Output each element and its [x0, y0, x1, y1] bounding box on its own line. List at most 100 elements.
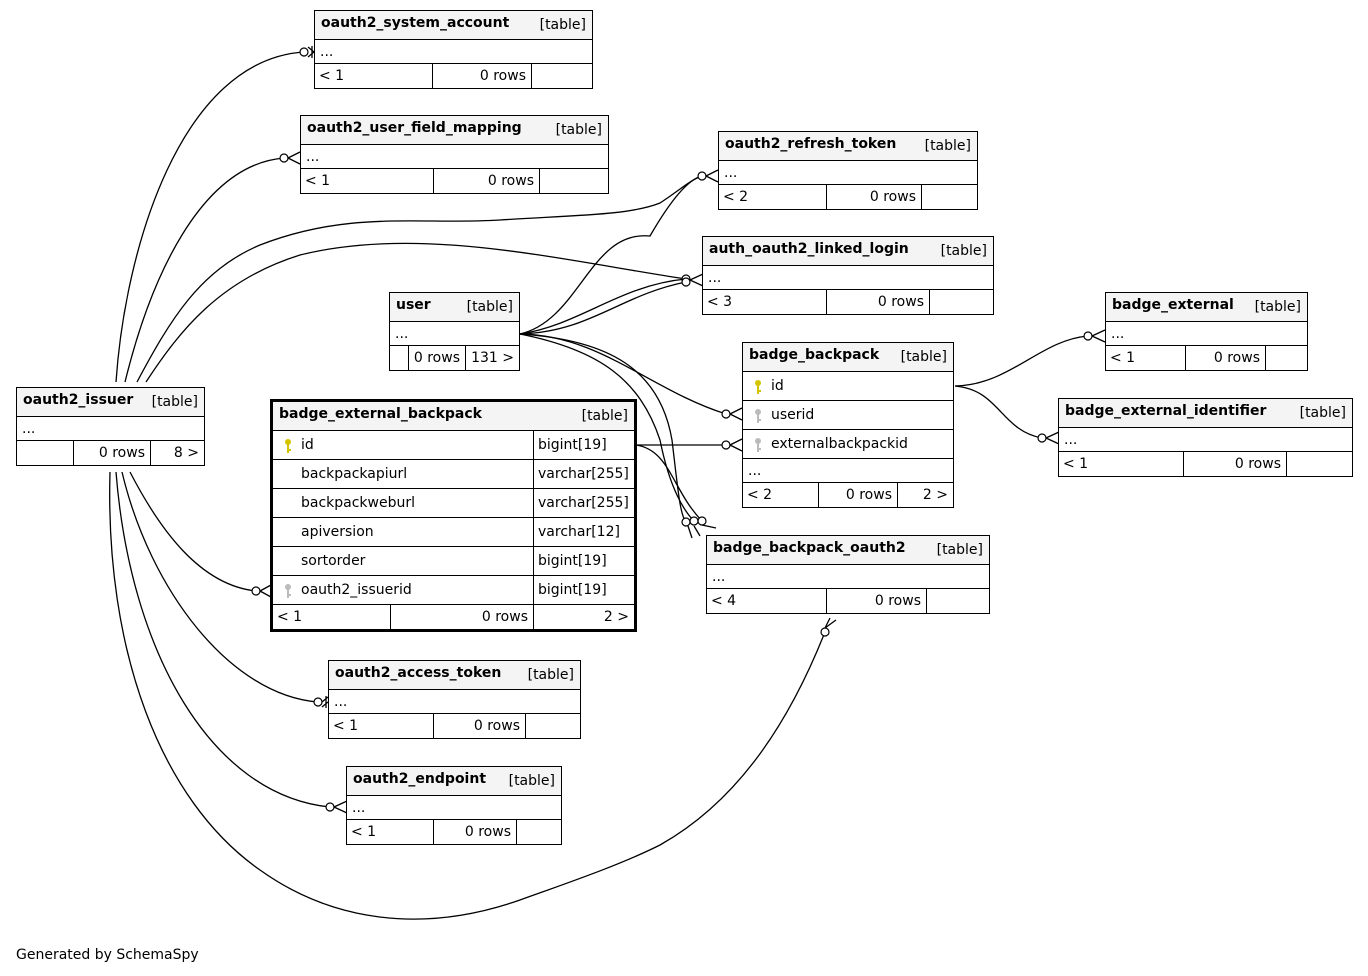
children-count[interactable]: 2 >	[922, 487, 948, 503]
children-count[interactable]: 131 >	[471, 350, 514, 366]
parents-count[interactable]: < 1	[301, 169, 434, 193]
table-name: oauth2_system_account	[321, 15, 510, 31]
table-name: oauth2_access_token	[335, 665, 502, 681]
parents-count[interactable]	[390, 346, 409, 370]
table-header: oauth2_access_token[table]	[329, 661, 580, 690]
children-count[interactable]	[1287, 452, 1352, 476]
table-type: [table]	[555, 122, 602, 138]
table-name: badge_backpack_oauth2	[713, 540, 906, 556]
fk-marker	[1037, 433, 1047, 443]
table-type: [table]	[900, 349, 947, 365]
column-row[interactable]: externalbackpackid	[743, 430, 953, 459]
row-count: 0 rows	[434, 169, 540, 193]
row-count: 0 rows	[409, 346, 466, 370]
parents-count[interactable]: < 1	[329, 714, 434, 738]
table-type: [table]	[508, 773, 555, 789]
table-name: badge_external	[1112, 297, 1234, 313]
children-count[interactable]	[526, 714, 580, 738]
columns-ellipsis: ...	[1111, 325, 1125, 342]
table-badge-external-identifier[interactable]: badge_external_identifier[table] ... < 1…	[1058, 398, 1353, 477]
children-count[interactable]	[922, 185, 977, 209]
columns-ellipsis: ...	[748, 462, 762, 479]
parents-count[interactable]: < 1	[315, 64, 433, 88]
fk-marker	[299, 47, 309, 57]
parents-count[interactable]: < 4	[707, 589, 827, 613]
parents-count[interactable]: < 2	[743, 483, 819, 507]
table-oauth2-user-field-mapping[interactable]: oauth2_user_field_mapping [table] ... < 1…	[300, 115, 609, 194]
table-type: [table]	[936, 542, 983, 558]
columns-ellipsis: ...	[708, 269, 722, 286]
parents-count[interactable]: < 1	[347, 820, 434, 844]
fk-marker	[1083, 331, 1093, 341]
fk-marker	[325, 802, 335, 812]
parents-count[interactable]: < 2	[719, 185, 827, 209]
column-name: backpackapiurl	[301, 466, 408, 482]
table-badge-backpack[interactable]: badge_backpack[table] id userid external…	[742, 342, 954, 508]
parents-count[interactable]	[17, 441, 74, 465]
edge-issuer-backpack-oauth2	[109, 471, 826, 920]
columns-ellipsis: ...	[395, 325, 409, 342]
children-count[interactable]: 8 >	[173, 445, 199, 461]
crowfoot-marker	[1045, 431, 1060, 445]
columns-ellipsis: ...	[1064, 431, 1078, 448]
column-row[interactable]: userid	[743, 401, 953, 430]
parents-count[interactable]: < 1	[1059, 452, 1184, 476]
parents-count[interactable]: < 3	[703, 290, 827, 314]
row-count: 0 rows	[827, 290, 930, 314]
table-header: badge_backpack[table]	[743, 343, 953, 372]
foreign-key-icon	[755, 438, 761, 452]
columns-ellipsis: ...	[306, 148, 320, 165]
children-count[interactable]	[930, 290, 993, 314]
children-count[interactable]	[927, 589, 989, 613]
edge-issuer-access-token	[121, 471, 319, 703]
edge-issuer-external-backpack	[129, 471, 257, 592]
table-header: badge_external_backpack[table]	[273, 402, 634, 431]
children-count[interactable]	[532, 64, 592, 88]
row-count: 0 rows	[1186, 346, 1266, 370]
crowfoot-marker	[333, 800, 348, 814]
column-row[interactable]: id	[743, 372, 953, 401]
table-type: [table]	[1254, 299, 1301, 315]
children-count[interactable]: 2 >	[603, 609, 629, 625]
crowfoot-marker	[689, 273, 704, 287]
column-name: sortorder	[301, 553, 366, 569]
edge-issuer-system-account	[115, 51, 305, 383]
row-count: 0 rows	[433, 64, 532, 88]
children-count[interactable]	[1266, 346, 1307, 370]
parents-count[interactable]: < 1	[1106, 346, 1186, 370]
table-user[interactable]: user[table] ... 0 rows 131 >	[389, 292, 520, 371]
row-count: 0 rows	[819, 483, 898, 507]
crowfoot-marker	[307, 46, 315, 58]
table-name: user	[396, 297, 431, 313]
row-count: 0 rows	[827, 185, 922, 209]
fk-marker	[697, 516, 707, 526]
table-header: user[table]	[390, 293, 519, 322]
edge-ext-backpack-backpack-oauth2	[635, 444, 703, 522]
edge-user-backpack-oauth2-1	[519, 333, 687, 523]
children-count[interactable]	[540, 169, 608, 193]
table-name: oauth2_user_field_mapping	[307, 120, 522, 136]
children-count[interactable]	[517, 820, 561, 844]
edge-backpack-external-identifier	[954, 385, 1043, 439]
table-header: oauth2_issuer[table]	[17, 388, 204, 417]
crowfoot-marker	[824, 617, 837, 629]
table-header: oauth2_endpoint[table]	[347, 767, 561, 796]
table-name: oauth2_issuer	[23, 392, 134, 408]
column-name: apiversion	[301, 524, 374, 540]
parents-count[interactable]: < 1	[273, 605, 391, 629]
